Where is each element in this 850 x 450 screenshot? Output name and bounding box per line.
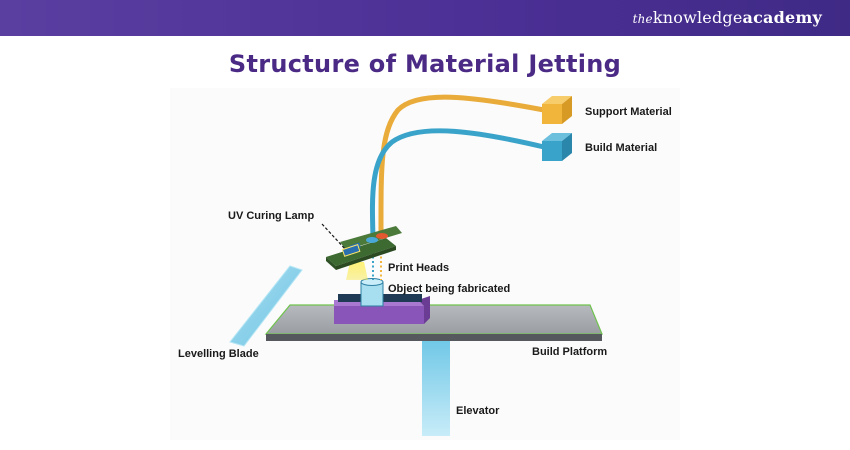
brand-prefix: the [632, 12, 653, 26]
build-material-tube [369, 128, 547, 241]
uv-curing-lamp [341, 244, 361, 257]
uv-light-beam [346, 262, 368, 280]
print-head-carriage [326, 226, 402, 270]
support-material-tube [378, 94, 547, 239]
brand-logo: theknowledgeacademy [633, 8, 822, 27]
support-material-box [542, 96, 572, 124]
levelling-blade [229, 265, 303, 347]
brand-name-bold: academy [742, 8, 822, 27]
label-levelling-blade: Levelling Blade [178, 348, 259, 360]
label-print-heads: Print Heads [388, 262, 450, 274]
header-bar: theknowledgeacademy [0, 0, 850, 36]
build-material-box [542, 133, 572, 161]
fabricated-object [360, 278, 384, 307]
uv-lamp-pointer [321, 223, 347, 251]
elevator-column [422, 336, 450, 436]
label-object-being-fabricated: Object being fabricated [388, 283, 511, 295]
label-build-platform: Build Platform [532, 346, 608, 358]
build-platform [264, 304, 603, 341]
label-uv-curing-lamp: UV Curing Lamp [228, 210, 315, 222]
brand-name-plain: knowledge [652, 8, 743, 27]
label-support-material: Support Material [585, 106, 672, 118]
label-elevator: Elevator [456, 405, 500, 417]
page-title: Structure of Material Jetting [228, 50, 622, 78]
label-build-material: Build Material [585, 142, 658, 154]
